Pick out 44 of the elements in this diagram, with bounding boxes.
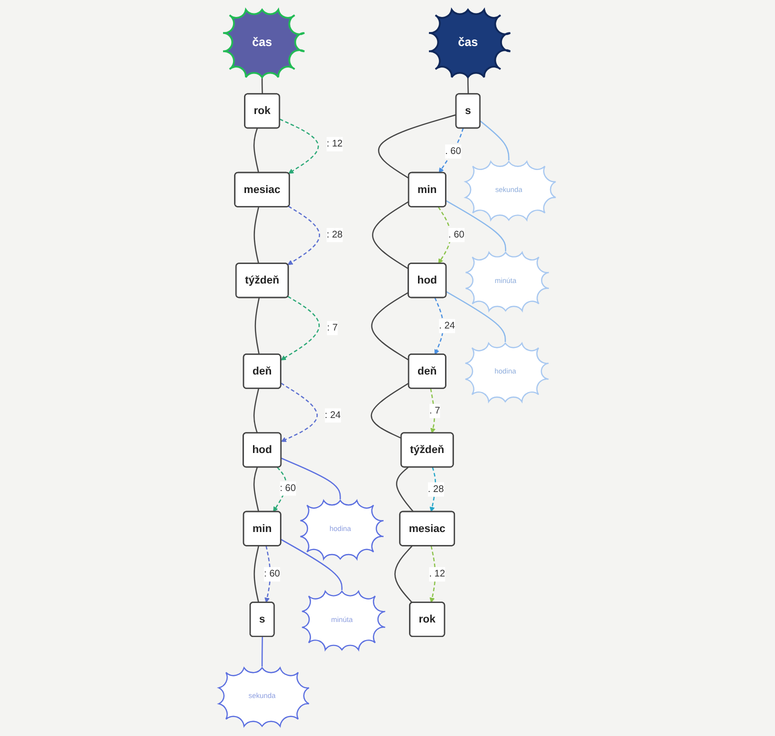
connector	[254, 546, 260, 603]
connector	[254, 206, 260, 264]
arrow	[264, 546, 272, 603]
connector	[468, 76, 470, 94]
connector	[446, 200, 506, 252]
edge-label: : 12	[326, 138, 343, 150]
arrow	[430, 388, 436, 434]
edge-label: : 7	[327, 322, 338, 333]
connector	[254, 298, 260, 355]
arrow	[280, 118, 320, 174]
connector	[262, 636, 264, 667]
edge-label: : 60	[280, 483, 296, 494]
arrow	[430, 467, 436, 512]
connector	[378, 114, 457, 179]
connector	[480, 120, 510, 160]
edge-label: : 28	[326, 230, 343, 240]
arrow	[280, 296, 320, 360]
edge-label: : 60	[264, 568, 280, 580]
connector	[371, 292, 410, 361]
arrow	[280, 382, 318, 442]
connector	[446, 291, 506, 342]
connector	[254, 128, 260, 173]
edge-label: . 7	[430, 406, 440, 416]
arrow	[439, 128, 464, 174]
edge-label: : 24	[325, 410, 342, 420]
connector	[280, 538, 343, 590]
edge-label: . 24	[439, 320, 456, 331]
connector	[254, 467, 260, 512]
connector	[254, 388, 260, 434]
arrow	[273, 466, 287, 512]
arrow	[430, 546, 436, 603]
arrow	[434, 298, 444, 355]
connector	[396, 466, 414, 512]
edge-label: . 60	[445, 146, 462, 156]
connector	[372, 201, 410, 270]
edge-label: . 12	[429, 568, 446, 580]
connector	[371, 382, 410, 439]
edge-label: . 28	[428, 484, 444, 494]
arrow	[438, 206, 452, 264]
edge-label: . 60	[448, 230, 465, 240]
connector	[262, 76, 264, 94]
connector	[394, 546, 413, 604]
arrow	[288, 206, 320, 266]
connector	[281, 458, 342, 500]
